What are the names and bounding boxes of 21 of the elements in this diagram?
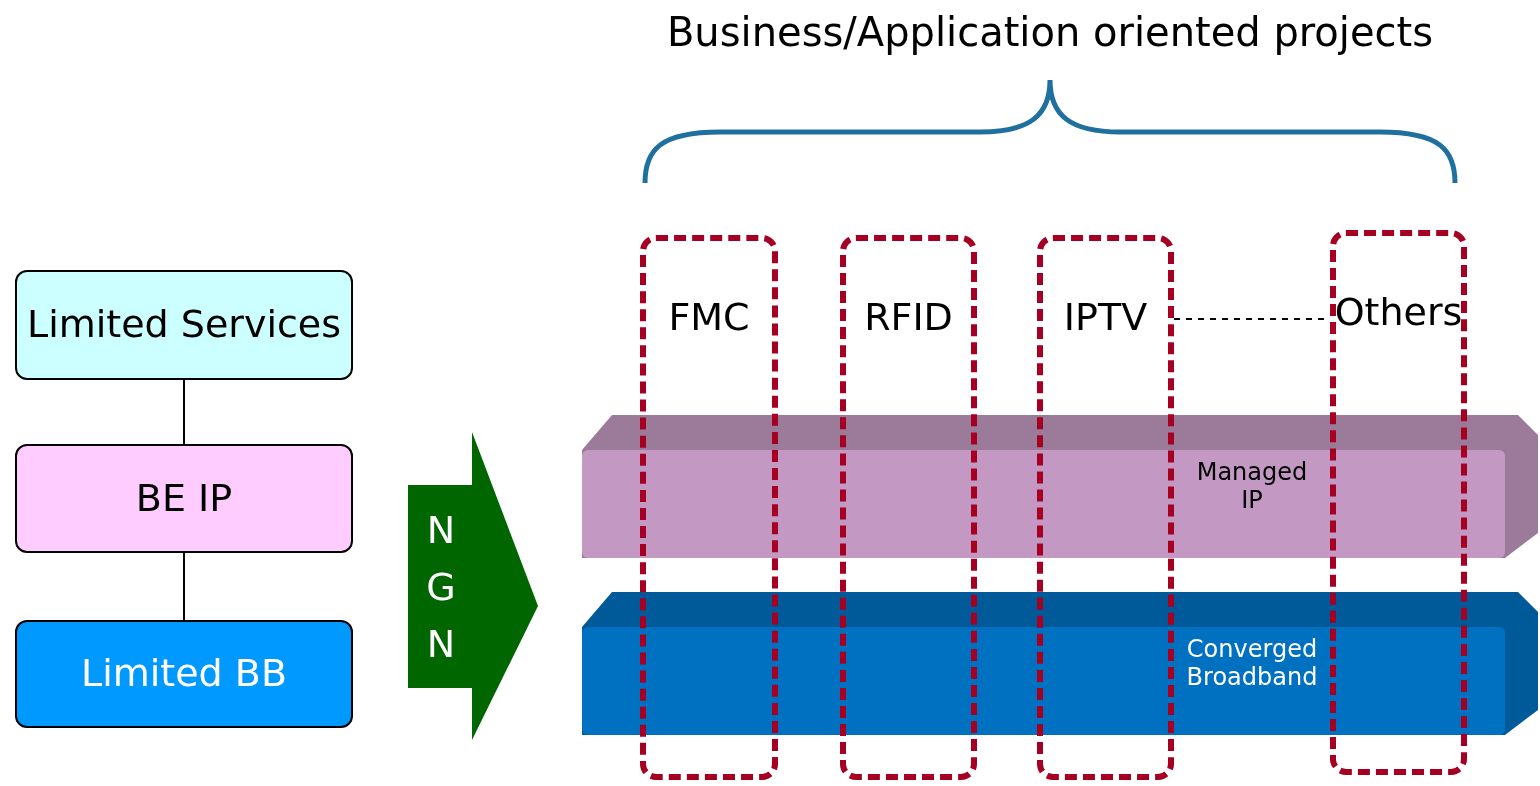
box-label: Limited BB [81,651,287,697]
box-label: Limited Services [27,302,341,348]
dashed-column [1037,235,1174,780]
dashed-column [640,235,778,780]
column-label: FMC [668,297,750,339]
process-box [15,270,353,380]
dashed-column [1330,230,1467,775]
process-box [15,444,353,553]
column-label: Others [1334,292,1463,334]
column-label: IPTV [1063,297,1148,339]
layer-bar [582,415,1538,558]
arrow-label: NGN [425,507,457,668]
box-label: BE IP [135,475,233,522]
layer-bar [582,592,1538,735]
connector-line [183,552,185,621]
block-arrow [408,432,538,740]
connector-line [183,379,185,445]
diagram-title: Business/Application oriented projects [665,8,1435,56]
column-label: RFID [864,297,953,339]
dashed-column [840,235,977,780]
process-box [15,620,353,728]
